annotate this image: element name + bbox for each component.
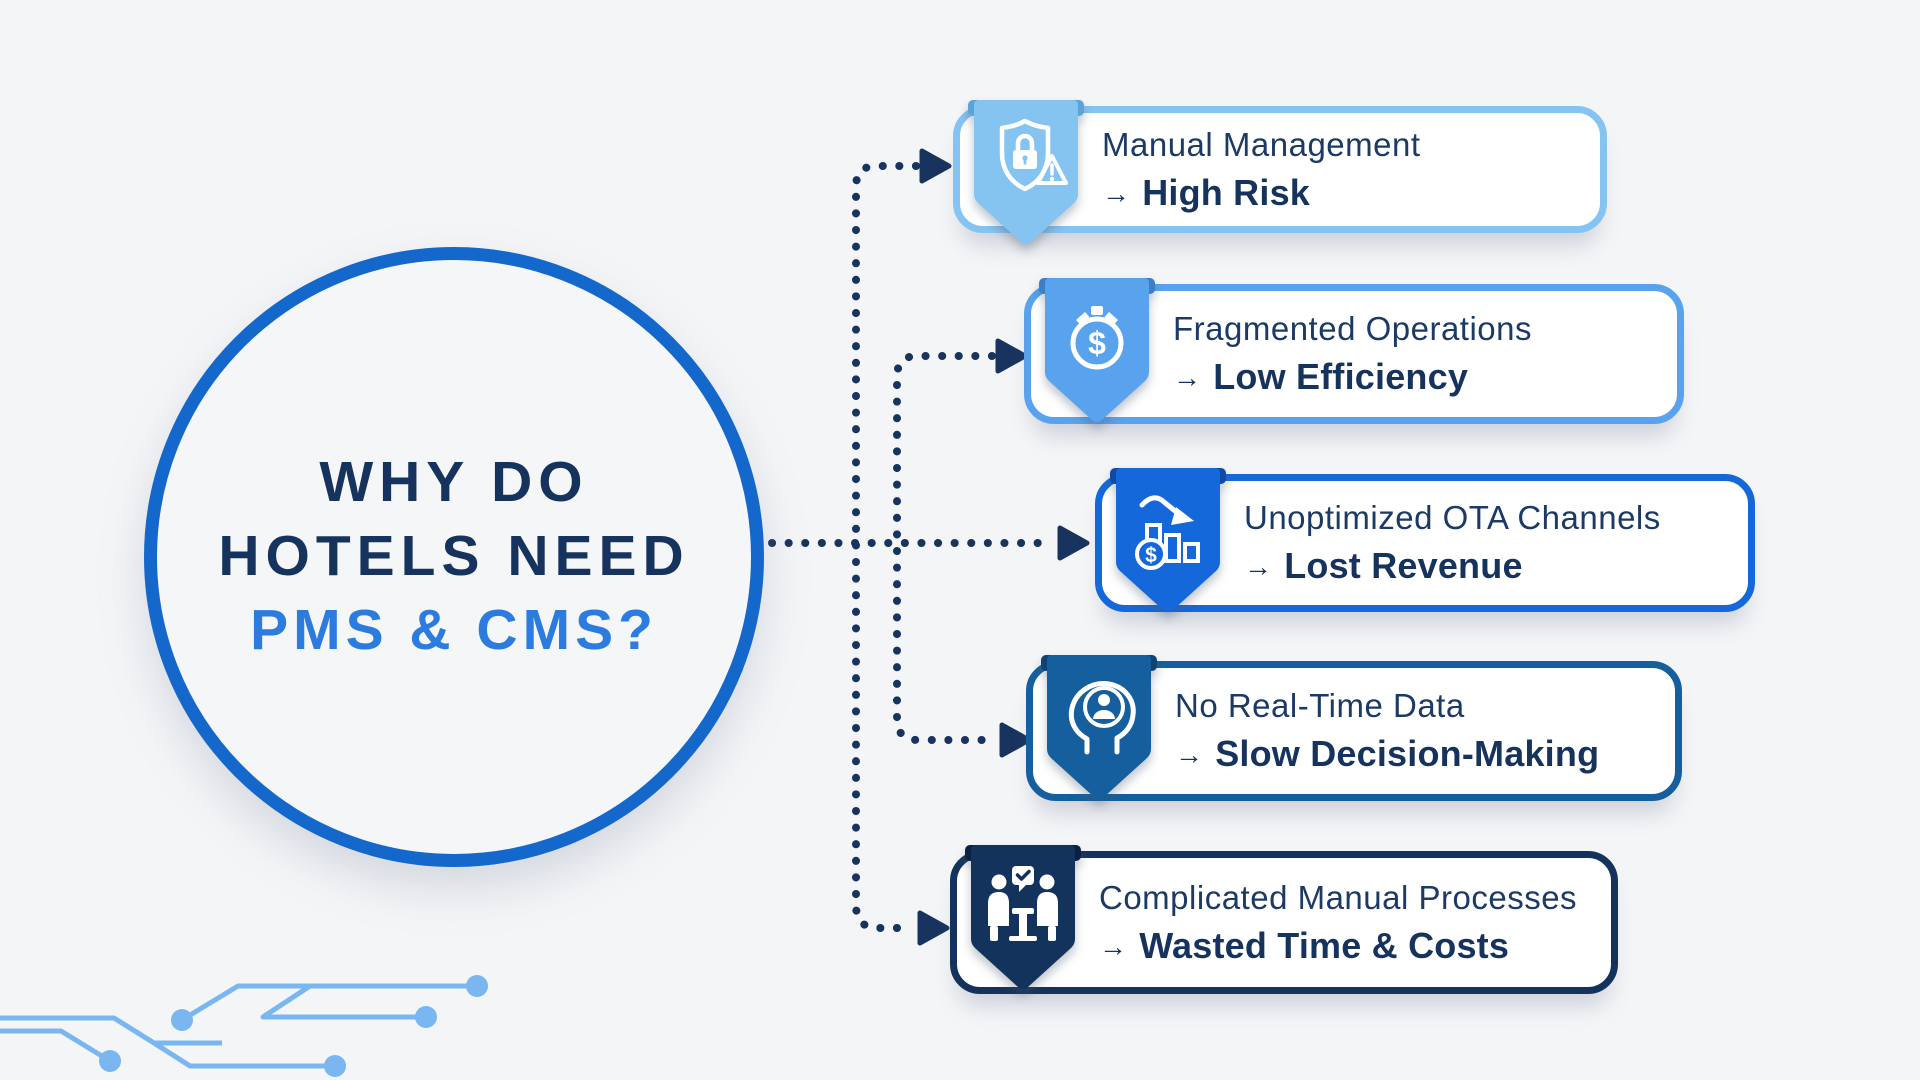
card-label: Fragmented Operations (1173, 310, 1533, 347)
card-result: High Risk (1142, 171, 1311, 213)
arrow-glyph: → (1102, 177, 1131, 209)
card-label: Unoptimized OTA Channels (1244, 499, 1661, 536)
card-result: Slow Decision-Making (1215, 733, 1600, 774)
card-label: Complicated Manual Processes (1099, 878, 1578, 916)
circuit-decoration (0, 983, 472, 1069)
declining-chart-dollar-icon: $ (1110, 468, 1226, 613)
arrowhead-1 (919, 148, 952, 184)
title-line-2: HOTELS NEED (218, 524, 690, 589)
circuit-node-dots (99, 975, 488, 1077)
svg-text:$: $ (1145, 544, 1157, 567)
title-line-1: WHY DO (319, 450, 589, 515)
card-result: Lost Revenue (1284, 545, 1523, 586)
connector-trunk-inner (893, 352, 998, 744)
arrowheads (917, 148, 1090, 946)
arrowhead-2 (995, 338, 1028, 374)
arrow-glyph: → (1173, 362, 1202, 393)
shield-lock-warning-icon (968, 100, 1084, 245)
arrow-glyph: → (1099, 930, 1128, 962)
arrowhead-3 (1057, 525, 1090, 561)
question-circle: WHY DO HOTELS NEED PMS & CMS? (144, 247, 764, 867)
svg-text:$: $ (1088, 325, 1106, 361)
card-label: No Real-Time Data (1175, 687, 1465, 724)
cause-card-manual-management: Manual Management → High Risk (953, 100, 1607, 245)
cause-card-fragmented-operations: $ Fragmented Operations → Low Efficiency (1024, 278, 1684, 424)
card-result: Low Efficiency (1213, 356, 1469, 397)
arrowhead-5 (917, 910, 950, 946)
cause-card-complicated-processes: Complicated Manual Processes → Wasted Tim… (950, 845, 1618, 994)
card-result: Wasted Time & Costs (1139, 924, 1510, 966)
card-label: Manual Management (1102, 125, 1421, 163)
arrowhead-4 (999, 722, 1032, 758)
arrow-glyph: → (1244, 551, 1273, 582)
arrow-glyph: → (1175, 739, 1204, 770)
page-title: WHY DO HOTELS NEED PMS & CMS? (218, 450, 690, 662)
cause-card-unoptimized-ota: $ Unoptimized OTA Channels → Lost Revenue (1095, 468, 1755, 613)
head-profile-person-icon (1041, 655, 1157, 800)
stopwatch-dollar-icon: $ (1039, 278, 1155, 423)
cause-card-no-realtime-data: No Real-Time Data → Slow Decision-Making (1026, 655, 1682, 801)
connector-trunk-outer (852, 162, 920, 932)
title-line-3: PMS & CMS? (250, 597, 658, 662)
meeting-discussion-icon (965, 845, 1081, 990)
